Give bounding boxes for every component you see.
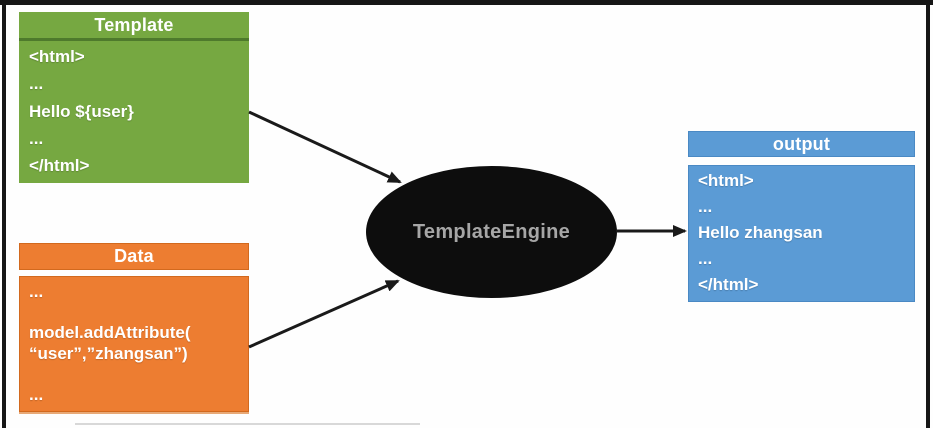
output-code-line: Hello zhangsan (698, 223, 823, 242)
output-code-line: <html> (698, 171, 754, 190)
data-code-group: model.addAttribute( “user”,”zhangsan”) (29, 322, 243, 364)
output-box-title: output (688, 131, 915, 157)
template-engine-label: TemplateEngine (412, 220, 571, 243)
output-box-body: <html> ... Hello zhangsan ... </html> (688, 165, 915, 302)
output-code-line: </html> (698, 275, 759, 294)
template-code-line: Hello ${user} (29, 101, 134, 121)
output-box: output <html> ... Hello zhangsan ... </h… (688, 131, 915, 302)
output-code-line: ... (698, 197, 713, 216)
frame-top-border (0, 0, 933, 5)
data-ellipsis-top: ... (29, 282, 44, 301)
data-box-body: ... model.addAttribute( “user”,”zhangsan… (19, 276, 249, 414)
bottom-faint-line (75, 423, 420, 425)
template-code-line: ... (29, 128, 44, 148)
data-ellipsis-bottom: ... (29, 385, 44, 404)
arrow-template-to-engine (248, 110, 402, 184)
data-code-line: model.addAttribute( (29, 323, 191, 342)
template-engine-ellipse: TemplateEngine (366, 166, 617, 298)
template-box: Template <html> ... Hello ${user} ... </… (19, 12, 249, 183)
template-box-title: Template (19, 12, 249, 41)
template-code-line: </html> (29, 156, 90, 175)
arrow-data-to-engine (248, 279, 400, 349)
data-code-line: “user”,”zhangsan”) (29, 344, 188, 363)
frame-right-border (926, 0, 930, 428)
template-code-line: ... (29, 74, 44, 94)
data-box-title: Data (19, 243, 249, 270)
frame-left-border (2, 0, 6, 428)
template-box-body: <html> ... Hello ${user} ... </html> (19, 41, 249, 183)
output-code-line: ... (698, 249, 713, 268)
data-box: Data ... model.addAttribute( “user”,”zha… (19, 243, 249, 414)
template-code-line: <html> (29, 47, 85, 66)
